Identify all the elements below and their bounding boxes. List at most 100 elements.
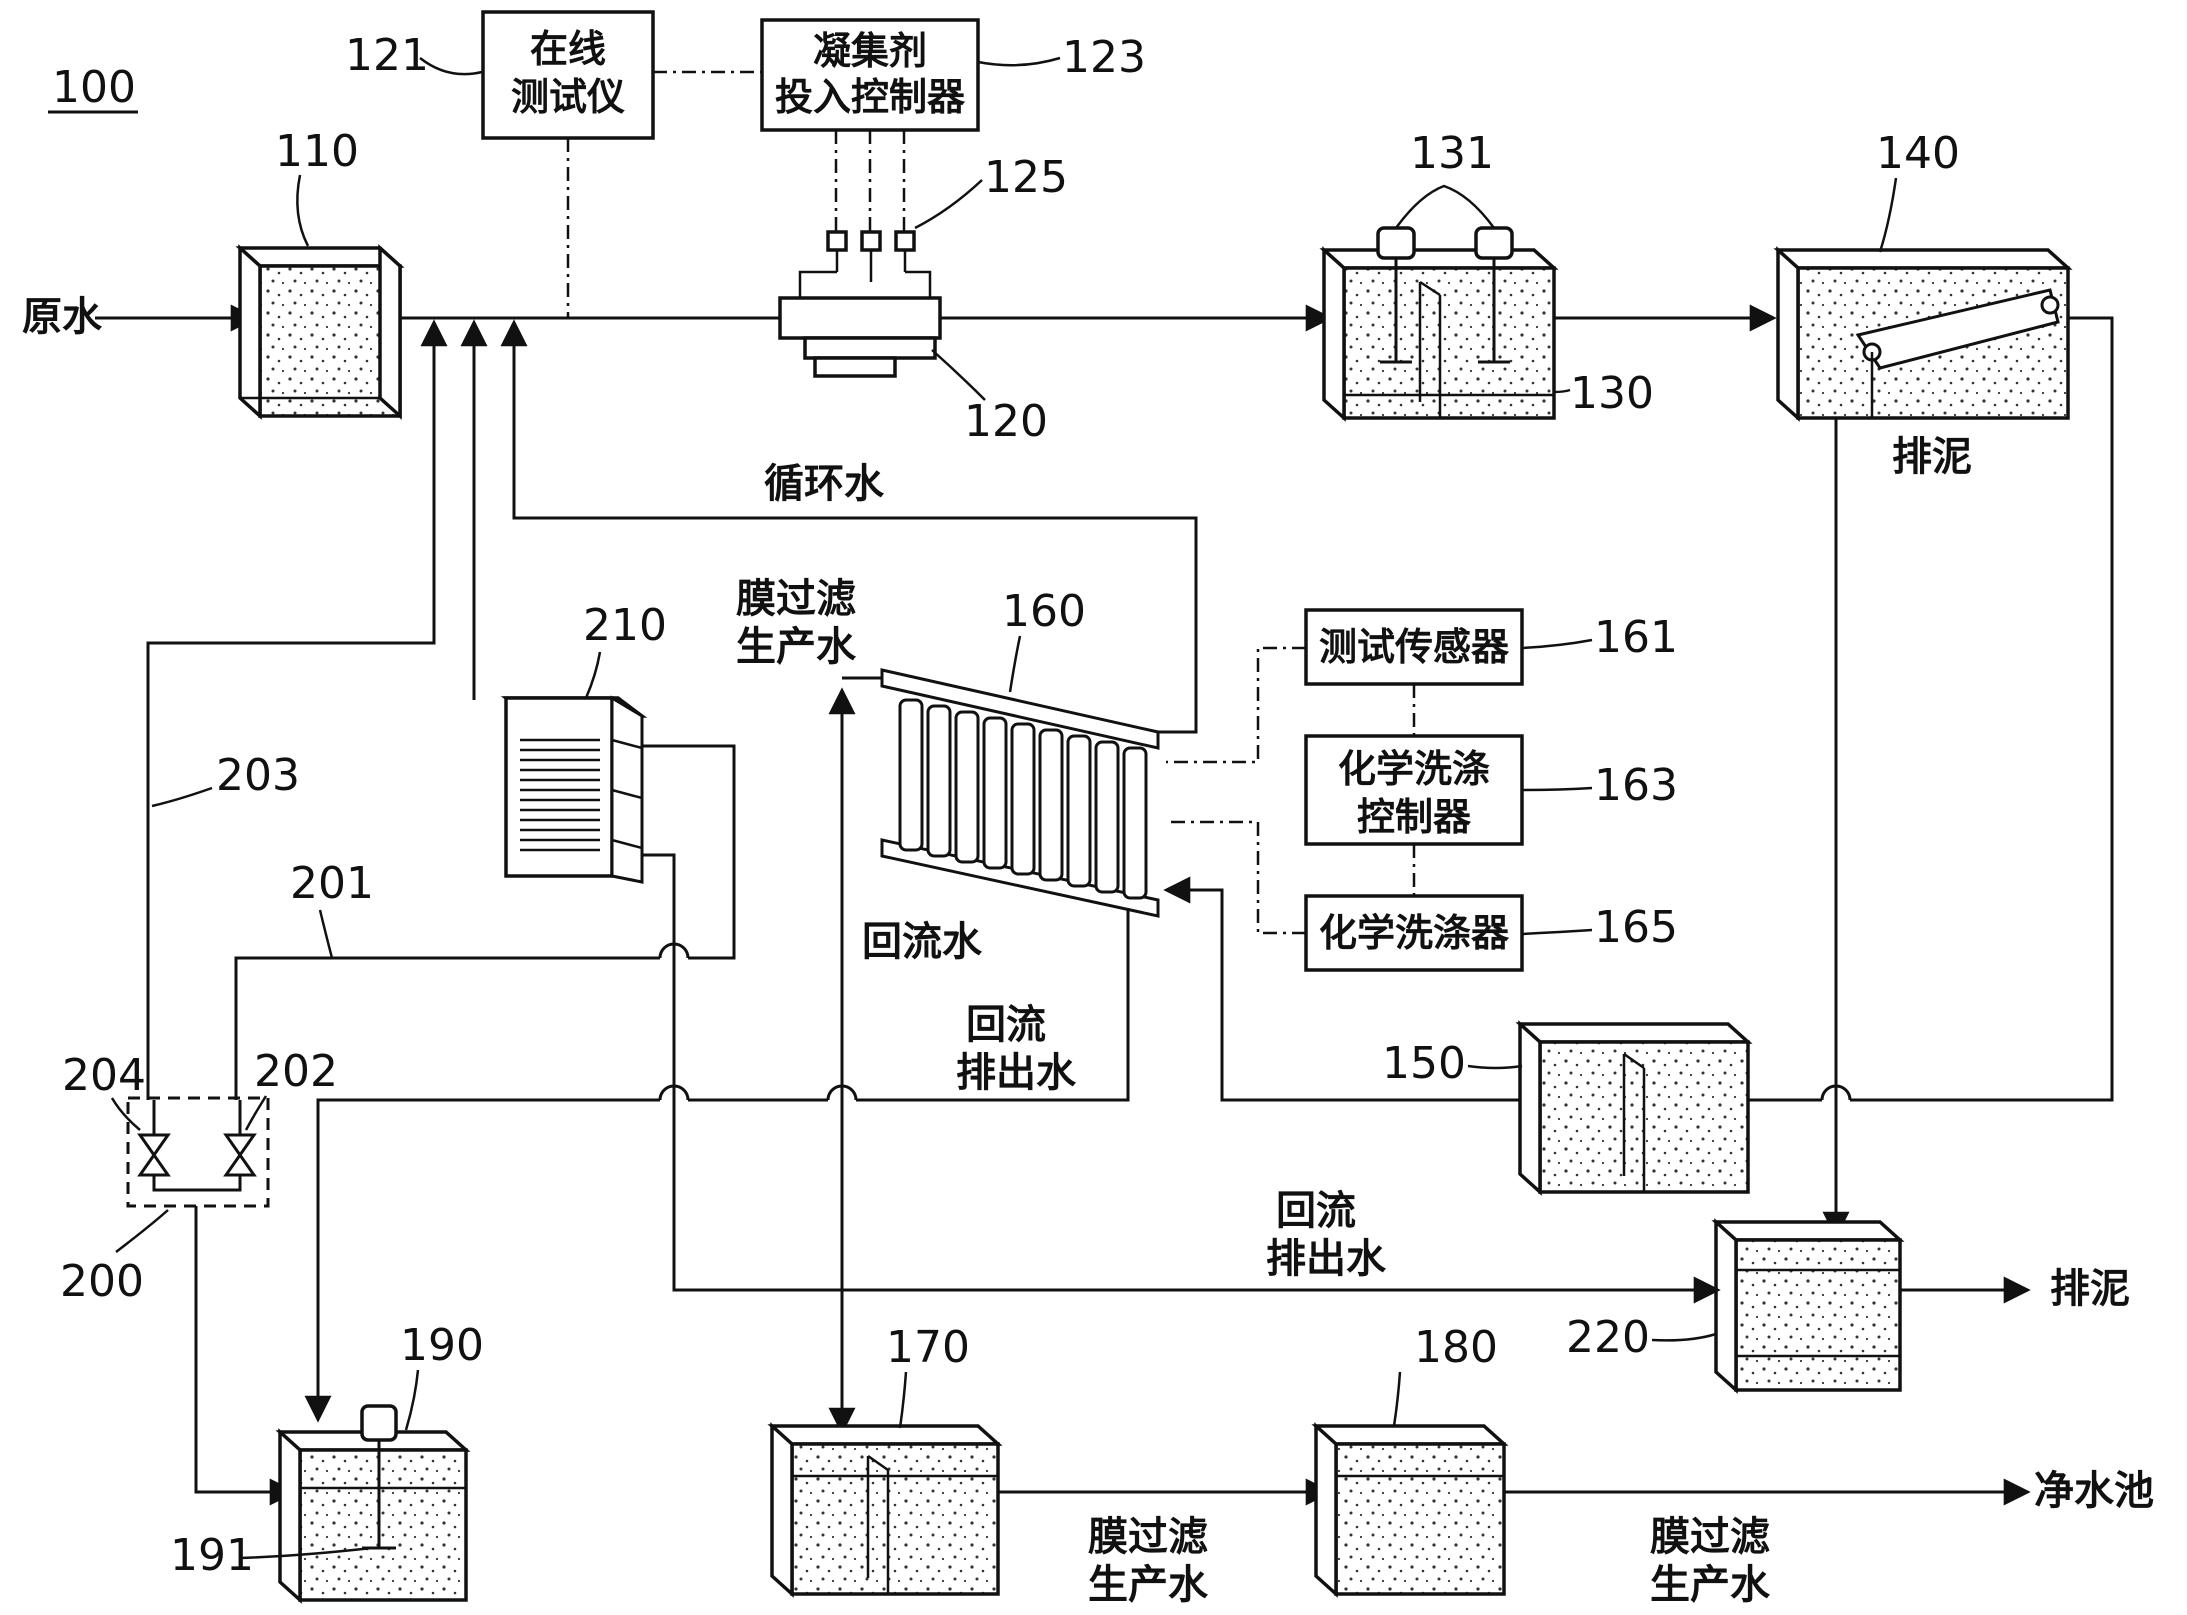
leader-140 — [1878, 177, 1898, 253]
backflow-discharge-mid-l1: 回流 — [966, 1002, 1046, 1048]
coagulant-controller-box — [760, 18, 980, 132]
label-131: 131 — [1410, 128, 1494, 179]
tank-110 — [235, 244, 405, 420]
leader-121 — [419, 57, 483, 76]
label-203: 203 — [216, 750, 300, 801]
leader-130 — [1553, 388, 1571, 394]
crossover-product — [826, 1084, 858, 1101]
leader-200 — [115, 1209, 169, 1253]
leader-110 — [296, 174, 310, 247]
backflow-discharge-low-l2: 排出水 — [1266, 1236, 1387, 1282]
label-191: 191 — [170, 1530, 254, 1581]
label-150: 150 — [1382, 1038, 1466, 1089]
leader-190 — [404, 1369, 420, 1431]
tank-150 — [1515, 1020, 1753, 1196]
controller-signal-lines — [834, 130, 906, 232]
label-220: 220 — [1566, 1312, 1650, 1363]
test-sensor-box — [1304, 608, 1524, 686]
leader-210 — [584, 651, 602, 699]
label-210: 210 — [583, 600, 667, 651]
tank-220 — [1711, 1218, 1905, 1394]
leader-201 — [318, 909, 334, 959]
leader-203 — [151, 786, 213, 808]
unit-210 — [500, 695, 648, 884]
label-190: 190 — [400, 1320, 484, 1371]
chem-wash-controller-l2: 控制器 — [1357, 795, 1472, 839]
valve-204[interactable] — [137, 1133, 171, 1177]
raw-water-label: 原水 — [22, 294, 103, 340]
feed-150-160 — [1163, 876, 1534, 1102]
backflow-discharge-low-l1: 回流 — [1276, 1188, 1356, 1234]
recirc-water-label: 循环水 — [764, 461, 885, 507]
tank-140 — [1773, 246, 2073, 422]
label-123: 123 — [1062, 32, 1146, 83]
label-110: 110 — [275, 126, 359, 177]
leader-125 — [914, 179, 983, 230]
label-130: 130 — [1570, 368, 1654, 419]
label-202: 202 — [254, 1046, 338, 1097]
membrane-product-180-l2: 生产水 — [1650, 1562, 1771, 1608]
tank-190 — [275, 1404, 471, 1604]
svg-text:100: 100 — [52, 62, 136, 113]
coagulant-controller-line1: 凝集剂 — [813, 29, 927, 73]
leader-180 — [1392, 1371, 1402, 1427]
online-tester-line1: 在线 — [530, 27, 606, 71]
leader-204 — [110, 1097, 141, 1131]
valve-202[interactable] — [223, 1133, 257, 1177]
leader-131 — [1394, 184, 1496, 229]
label-161: 161 — [1594, 612, 1678, 663]
sludge-label-220: 排泥 — [2050, 1266, 2130, 1312]
label-140: 140 — [1876, 128, 1960, 179]
leader-170 — [898, 1371, 908, 1429]
label-120: 120 — [964, 396, 1048, 447]
pipe-200-190 — [194, 1206, 297, 1506]
coagulant-controller-line2: 投入控制器 — [775, 75, 966, 119]
membrane-product-170-l1: 膜过滤 — [1088, 1514, 1208, 1560]
leader-150 — [1467, 1064, 1523, 1070]
backflow-discharge-mid-l2: 排出水 — [956, 1050, 1077, 1096]
tank-180 — [1311, 1422, 1509, 1598]
overflow-pipe-140 — [1850, 316, 2114, 1102]
backflow-discharge-190 — [304, 1098, 660, 1423]
pipe-210-201 — [642, 744, 736, 960]
test-sensor-text: 测试传感器 — [1319, 625, 1510, 669]
chem-washer-text: 化学洗涤器 — [1319, 911, 1510, 955]
leader-161 — [1521, 638, 1593, 650]
crossover-140 — [1820, 1084, 1852, 1101]
label-200: 200 — [60, 1256, 144, 1307]
label-160: 160 — [1002, 586, 1086, 637]
membrane-product-top-l1: 膜过滤 — [736, 576, 856, 622]
clean-pool-label: 净水池 — [2034, 1468, 2154, 1514]
backflow-discharge-160 — [856, 908, 1130, 1102]
mixer-131 — [1376, 226, 1514, 364]
backflow-water-label: 回流水 — [862, 919, 983, 965]
online-tester-line2: 测试仪 — [511, 75, 625, 119]
chem-wash-controller-l1: 化学洗涤 — [1338, 747, 1490, 791]
membrane-product-top-l2: 生产水 — [736, 624, 857, 670]
leader-123 — [977, 56, 1061, 67]
chem-wash-controller-box — [1304, 734, 1524, 846]
tank-170 — [767, 1422, 1003, 1598]
label-204: 204 — [62, 1050, 146, 1101]
label-121: 121 — [345, 30, 429, 81]
membrane-module-160[interactable] — [880, 668, 1160, 918]
label-180: 180 — [1414, 1322, 1498, 1373]
valve-group-200 — [126, 1096, 270, 1208]
control-dash-lines — [1166, 646, 1416, 935]
pipe-210-220a — [642, 853, 676, 958]
leader-163 — [1521, 786, 1593, 792]
valve-manifold — [152, 1175, 242, 1192]
sludge-label-140: 排泥 — [1892, 434, 1972, 480]
leader-220 — [1651, 1332, 1717, 1342]
leader-165 — [1521, 928, 1593, 936]
label-125: 125 — [984, 152, 1068, 203]
leader-202 — [244, 1095, 268, 1131]
recirc-pipe — [500, 319, 1198, 734]
return-pipe-203 — [146, 319, 448, 1100]
pipe-201 — [234, 956, 660, 1100]
backflow-discharge-220 — [672, 958, 1721, 1304]
membrane-product-170-l2: 生产水 — [1088, 1562, 1209, 1608]
figure-id: 100 — [48, 62, 138, 114]
leader-120 — [931, 349, 986, 401]
